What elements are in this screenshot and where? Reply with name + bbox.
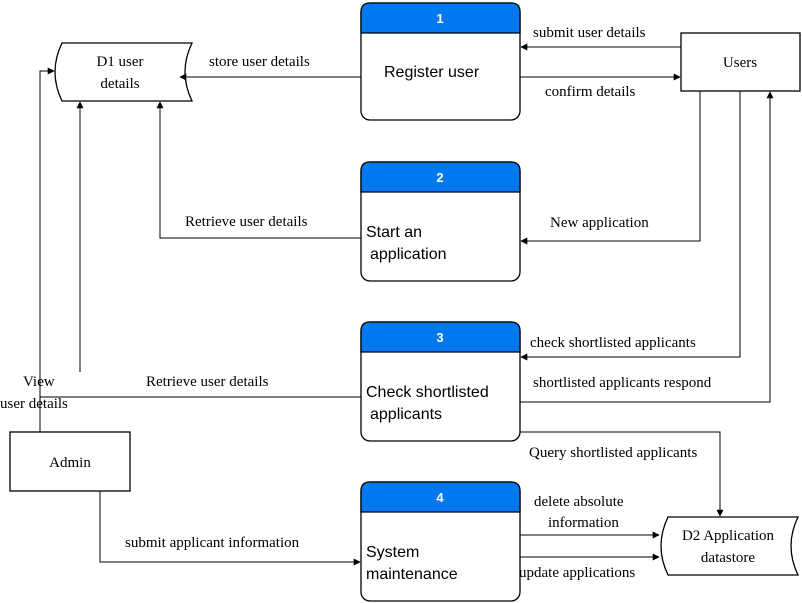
process-3-label-line2: applicants — [370, 406, 442, 423]
process-1-label: Register user — [384, 64, 480, 81]
flow-new-application: New application — [520, 91, 701, 245]
flow-view-user-details: View user details — [0, 67, 84, 432]
process-3-label-line1: Check shortlisted — [366, 384, 489, 401]
store-d1-label-line2: details — [100, 76, 139, 92]
flow-query-shortlisted-applicants: Query shortlisted applicants — [520, 431, 724, 517]
store-d1-user-details: D1 user details — [54, 42, 194, 102]
process-3-number: 3 — [436, 330, 443, 345]
flow-retrieve-user-details-admin: Retrieve user details — [40, 374, 361, 398]
process-2-label-line2: application — [370, 246, 447, 263]
process-3-check-shortlisted: 3 Check shortlisted applicants — [360, 321, 521, 442]
process-1-number: 1 — [436, 11, 443, 26]
flow-shortlisted-applicants-respond-label: shortlisted applicants respond — [533, 375, 712, 391]
flow-new-application-label: New application — [550, 215, 649, 231]
flow-submit-user-details-label: submit user details — [533, 25, 646, 41]
flow-confirm-details: confirm details — [520, 73, 681, 100]
process-4-number: 4 — [436, 490, 444, 505]
flow-submit-applicant-information: submit applicant information — [99, 491, 361, 566]
flow-shortlisted-applicants-respond: shortlisted applicants respond — [520, 91, 774, 403]
store-d2-label-line1: D2 Application — [682, 528, 775, 544]
entity-users-label: Users — [723, 55, 757, 71]
flow-submit-applicant-information-label: submit applicant information — [125, 535, 300, 551]
store-d1-label-line1: D1 user — [96, 54, 143, 70]
store-d2-label-line2: datastore — [701, 550, 755, 566]
store-d2-application-datastore: D2 Application datastore — [660, 516, 800, 576]
flow-check-shortlisted-applicants: check shortlisted applicants — [520, 91, 741, 361]
flow-submit-user-details: submit user details — [520, 25, 681, 51]
flow-retrieve-user-details-process-2-label: Retrieve user details — [185, 214, 308, 230]
process-2-number: 2 — [436, 170, 443, 185]
entity-admin: Admin — [9, 431, 131, 492]
flow-view-user-details-label-line2: user details — [0, 396, 68, 412]
flow-delete-absolute-information-label-line1: delete absolute — [534, 494, 624, 510]
flow-retrieve-user-details-process-2: Retrieve user details — [156, 101, 361, 239]
flow-update-applications: update applications — [519, 553, 660, 581]
process-2-label-line1: Start an — [366, 224, 422, 241]
entity-users: Users — [680, 32, 801, 92]
flow-view-user-details-label-line1: View — [23, 374, 55, 390]
flow-query-shortlisted-applicants-label: Query shortlisted applicants — [529, 445, 697, 461]
flow-retrieve-user-details-admin-label: Retrieve user details — [146, 374, 269, 390]
flow-update-applications-label: update applications — [519, 565, 635, 581]
process-4-label-line2: maintenance — [366, 566, 458, 583]
flow-confirm-details-label: confirm details — [545, 84, 636, 100]
process-4-system-maintenance: 4 System maintenance — [360, 481, 521, 602]
process-2-start-application: 2 Start an application — [360, 161, 521, 282]
flow-delete-absolute-information-label-line2: information — [548, 515, 619, 531]
flow-delete-absolute-information: delete absolute information — [520, 494, 660, 539]
flow-store-user-details-label: store user details — [209, 54, 310, 70]
process-4-label-line1: System — [366, 544, 419, 561]
process-1-register-user: 1 Register user — [360, 2, 521, 121]
entity-admin-label: Admin — [49, 455, 91, 471]
flow-check-shortlisted-applicants-label: check shortlisted applicants — [530, 335, 696, 351]
flow-store-user-details: store user details — [179, 54, 361, 81]
